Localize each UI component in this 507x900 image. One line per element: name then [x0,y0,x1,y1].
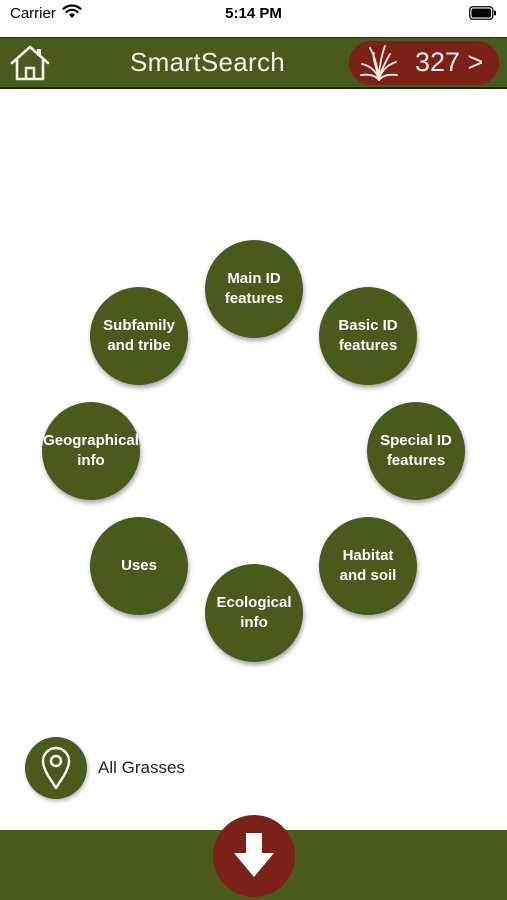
status-bar: Carrier 5:14 PM [0,0,507,30]
category-label: Habitat and soil [339,547,397,584]
header-bar: SmartSearch 327 > [0,37,507,89]
category-label: Ecological info [216,594,292,631]
category-label: Subfamily and tribe [103,317,175,354]
battery-icon [469,6,497,25]
location-label: All Grasses [98,758,185,777]
home-icon [10,45,50,81]
download-arrow-icon [234,833,274,877]
category-label: Main ID features [224,270,284,307]
category-ecological-info[interactable]: Ecological info [205,564,303,662]
download-button[interactable] [213,815,295,897]
category-subfamily-and-tribe[interactable]: Subfamily and tribe [90,287,188,385]
home-button[interactable] [9,44,51,82]
page-title: SmartSearch [130,47,286,77]
category-geographical-info[interactable]: Geographical info [42,402,140,500]
category-special-id-features[interactable]: Special ID features [367,402,465,500]
category-label: Basic ID features [338,317,398,354]
category-main-id-features[interactable]: Main ID features [205,240,303,338]
category-label: Uses [121,557,157,574]
status-time: 5:14 PM [225,5,282,22]
category-habitat-and-soil[interactable]: Habitat and soil [319,517,417,615]
results-count: 327 > [415,47,484,77]
category-basic-id-features[interactable]: Basic ID features [319,287,417,385]
category-uses[interactable]: Uses [90,517,188,615]
results-count-button[interactable]: 327 > [349,41,499,85]
category-label: Geographical info [43,432,139,469]
carrier-label: Carrier [10,5,56,22]
wifi-icon [62,4,82,24]
category-label: Special ID features [380,432,452,469]
location-button[interactable] [25,737,87,799]
map-pin-icon [41,746,71,790]
grass-icon [359,45,399,86]
